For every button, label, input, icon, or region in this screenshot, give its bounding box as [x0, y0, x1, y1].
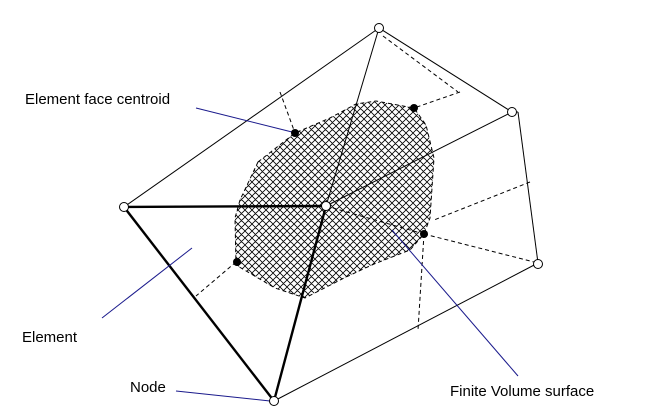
face-centroid-dot: [291, 129, 299, 137]
outer-edges: [123, 27, 539, 402]
face-centroid-dot: [233, 258, 241, 266]
face-centroids: [233, 104, 428, 266]
label-fv-surface: Finite Volume surface: [450, 383, 595, 400]
face-centroid-dot: [410, 104, 418, 112]
nodes: [119, 23, 543, 406]
label-element: Element: [22, 329, 78, 346]
finite-volume-surface: [234, 100, 435, 299]
leader-face-centroid: [195, 107, 293, 133]
label-node: Node: [130, 379, 166, 396]
leader-fv-surface: [391, 229, 519, 377]
node-circle: [269, 396, 279, 406]
label-face-centroid: Element face centroid: [25, 91, 171, 108]
hidden-edges: [195, 35, 539, 331]
node-circle: [374, 23, 384, 33]
leader-element: [101, 247, 193, 319]
leader-lines: [101, 107, 519, 402]
face-centroid-dot: [420, 230, 428, 238]
node-circle: [507, 107, 517, 117]
node-circle: [119, 202, 129, 212]
leader-node: [175, 390, 271, 402]
element-edges: [123, 204, 328, 402]
node-circle: [533, 259, 543, 269]
node-circle: [321, 201, 331, 211]
